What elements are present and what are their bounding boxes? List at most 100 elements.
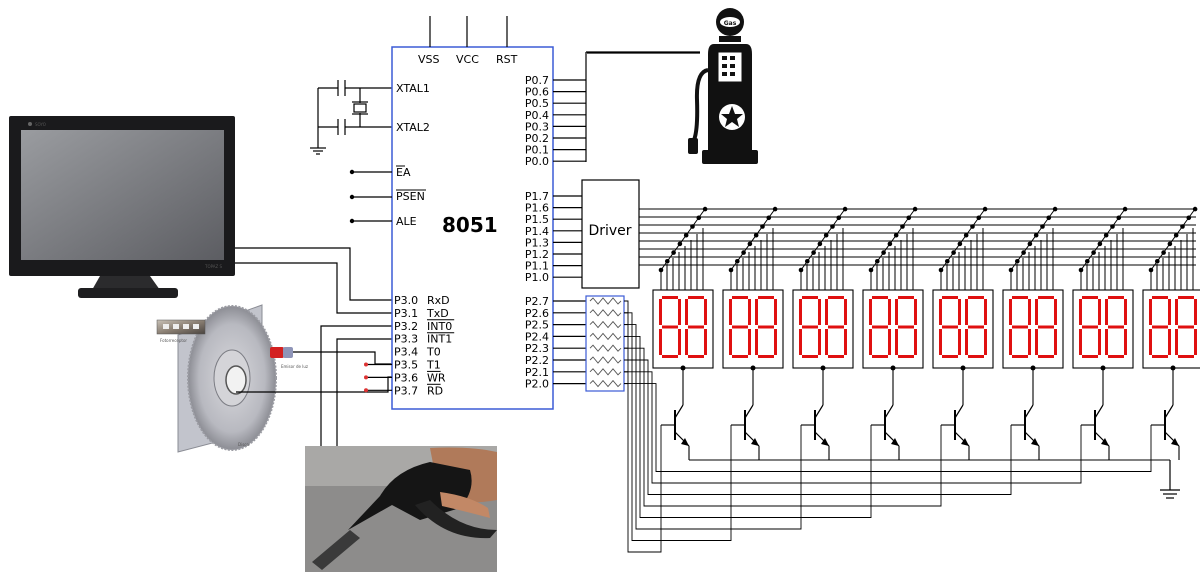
pin-p0-3: P0.3 bbox=[525, 120, 549, 133]
resistor-2 bbox=[589, 320, 622, 329]
segment-0-6 bbox=[872, 325, 888, 329]
junction-0-2 bbox=[671, 250, 676, 255]
fuel-nozzle-photo bbox=[305, 446, 497, 572]
segment-1-4 bbox=[685, 329, 688, 355]
base-wire-3 bbox=[624, 335, 872, 518]
junction-5-1 bbox=[1015, 259, 1020, 264]
junction-3-5 bbox=[900, 224, 905, 229]
junction-3-7 bbox=[912, 206, 918, 212]
pin-p0-1: P0.1 bbox=[525, 144, 549, 157]
monitor: SOYO TOPAZ S bbox=[9, 116, 235, 298]
junction-7-5 bbox=[1180, 224, 1185, 229]
collector-arm-7 bbox=[1164, 404, 1174, 419]
pin-p3-6: P3.6 bbox=[394, 371, 418, 384]
segment-0-1 bbox=[1098, 299, 1101, 325]
pin-p2-5: P2.5 bbox=[525, 319, 549, 332]
junction-7-4 bbox=[1173, 232, 1179, 238]
segment-0-5 bbox=[869, 299, 872, 325]
junction-2-2 bbox=[811, 250, 816, 255]
segment-1-5 bbox=[895, 299, 898, 325]
segment-0-0 bbox=[732, 296, 748, 299]
junction-6-5 bbox=[1110, 224, 1115, 229]
segment-1-0 bbox=[828, 296, 844, 299]
junction-3-2 bbox=[881, 250, 886, 255]
collector-dot-7 bbox=[1170, 365, 1176, 371]
seven-segment-digit-1 bbox=[652, 289, 714, 369]
segment-1-2 bbox=[1054, 329, 1057, 355]
junction-7-1 bbox=[1155, 259, 1160, 264]
junction-3-6 bbox=[906, 215, 912, 221]
seven-segment-digit-8 bbox=[1142, 289, 1200, 369]
seven-segment-digit-4 bbox=[862, 289, 924, 369]
segment-0-2 bbox=[678, 329, 681, 355]
resistor-1 bbox=[589, 309, 622, 317]
light-emitter: Emisor de luz bbox=[270, 347, 308, 369]
segment-0-6 bbox=[662, 325, 678, 329]
segment-0-5 bbox=[659, 299, 662, 325]
pin-dot-7 bbox=[364, 388, 368, 393]
segment-1-0 bbox=[688, 296, 704, 299]
segment-1-1 bbox=[1124, 299, 1127, 325]
pin-func-rxd: RxD bbox=[427, 294, 450, 307]
segment-1-2 bbox=[704, 329, 707, 355]
junction-6-4 bbox=[1103, 232, 1109, 238]
segment-0-3 bbox=[732, 355, 748, 358]
pin-p3-7: P3.7 bbox=[394, 384, 418, 397]
junction-0-3 bbox=[677, 241, 683, 247]
segment-1-2 bbox=[774, 329, 777, 355]
segment-0-3 bbox=[802, 355, 818, 358]
junction-1-2 bbox=[741, 250, 746, 255]
collector-arm-0 bbox=[674, 404, 684, 419]
segment-0-6 bbox=[802, 325, 818, 329]
segment-0-2 bbox=[888, 329, 891, 355]
segment-1-1 bbox=[844, 299, 847, 325]
base-wire-5 bbox=[624, 359, 1012, 495]
segment-0-5 bbox=[729, 299, 732, 325]
segment-0-4 bbox=[659, 329, 662, 355]
junction-7-0 bbox=[1148, 267, 1154, 273]
segment-1-4 bbox=[895, 329, 898, 355]
junction-1-7 bbox=[772, 206, 778, 212]
optical-encoder: Fotorreceptor Emisor de luz Disco bbox=[156, 304, 308, 453]
pin-p3-0: P3.0 bbox=[394, 294, 418, 307]
segment-1-4 bbox=[1175, 329, 1178, 355]
collector-arm-2 bbox=[814, 404, 824, 419]
collector-dot-6 bbox=[1100, 365, 1106, 371]
junction-4-4 bbox=[963, 232, 969, 238]
pin-func-t0: T0 bbox=[426, 346, 441, 359]
monitor-model: TOPAZ S bbox=[204, 264, 222, 269]
collector-dot-3 bbox=[890, 365, 896, 371]
junction-1-3 bbox=[747, 241, 753, 247]
segment-0-2 bbox=[818, 329, 821, 355]
junction-4-0 bbox=[938, 267, 944, 273]
crystal-oscillator bbox=[310, 80, 392, 155]
segment-0-1 bbox=[748, 299, 751, 325]
junction-6-2 bbox=[1091, 250, 1096, 255]
emitter-arrow-2 bbox=[821, 438, 829, 446]
collector-arm-4 bbox=[954, 404, 964, 419]
pump-logo: Gas bbox=[724, 20, 737, 27]
chip-name: 8051 bbox=[442, 213, 498, 237]
resistor-4 bbox=[589, 344, 622, 352]
segment-0-3 bbox=[1152, 355, 1168, 358]
segment-0-2 bbox=[748, 329, 751, 355]
pin-p1-1: P1.1 bbox=[525, 260, 549, 273]
junction-1-5 bbox=[760, 224, 765, 229]
pin-dot-6 bbox=[364, 375, 368, 380]
pin-vcc: VCC bbox=[456, 53, 479, 66]
collector-arm-6 bbox=[1094, 404, 1104, 419]
junction-7-7 bbox=[1192, 206, 1198, 212]
segment-1-5 bbox=[1035, 299, 1038, 325]
segment-0-2 bbox=[958, 329, 961, 355]
segment-0-0 bbox=[1012, 296, 1028, 299]
segment-1-3 bbox=[1178, 355, 1194, 358]
junction-5-2 bbox=[1021, 250, 1026, 255]
mcu-8051: 8051 VSS VCC RST XTAL1 XTAL2 EA PSEN ALE… bbox=[349, 16, 586, 410]
segment-0-2 bbox=[1098, 329, 1101, 355]
pin-p0-4: P0.4 bbox=[525, 109, 549, 122]
segment-0-5 bbox=[939, 299, 942, 325]
junction-7-2 bbox=[1161, 250, 1166, 255]
segment-0-0 bbox=[942, 296, 958, 299]
segment-1-5 bbox=[965, 299, 968, 325]
segment-1-2 bbox=[1194, 329, 1197, 355]
